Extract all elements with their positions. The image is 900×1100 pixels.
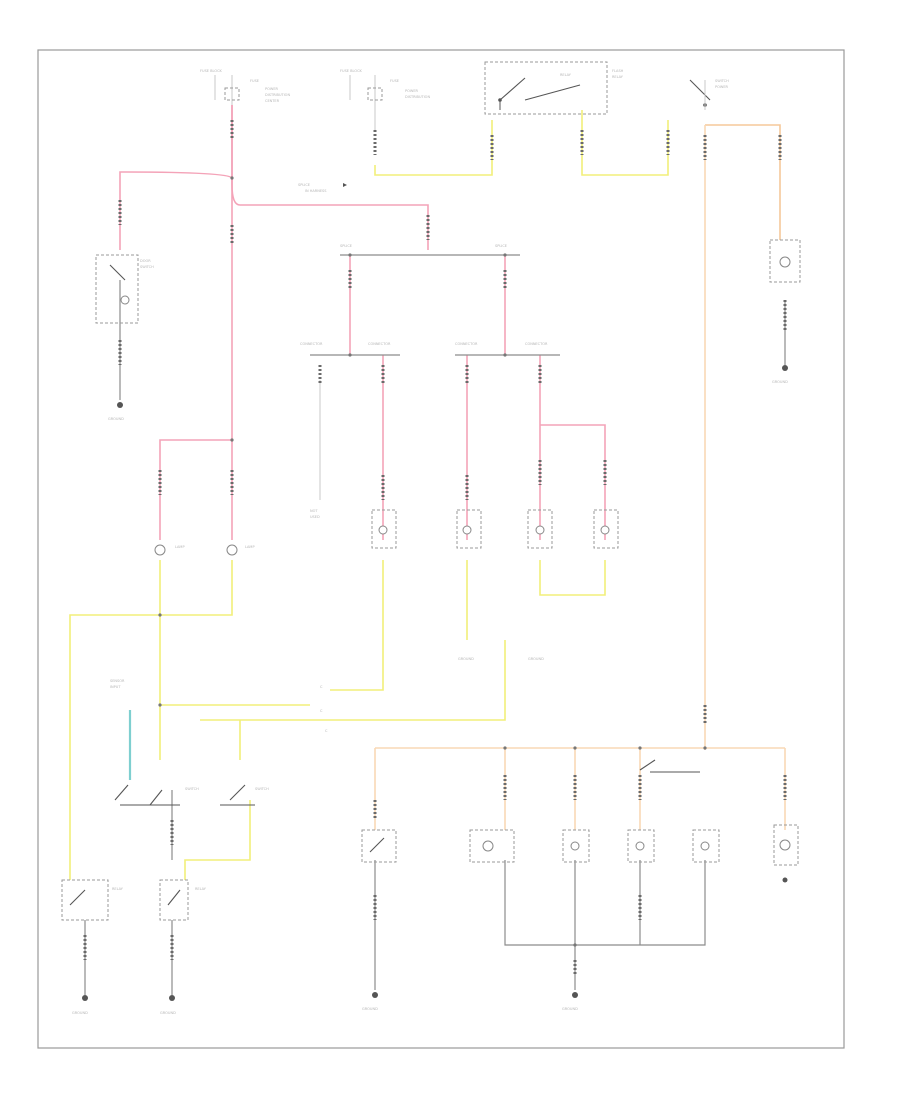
- gray-wires: [84, 254, 786, 995]
- top-right-lamp: [769, 239, 801, 283]
- svg-text:RELAY: RELAY: [195, 887, 207, 891]
- svg-text:GROUND: GROUND: [160, 1011, 176, 1015]
- lower-right-lamp-bank: [361, 759, 799, 866]
- svg-text:DISTRIBUTION: DISTRIBUTION: [265, 93, 290, 97]
- left-lamp-pair: LAMP LAMP: [154, 544, 255, 556]
- svg-text:IN HARNESS: IN HARNESS: [305, 189, 327, 193]
- svg-text:SWITCH: SWITCH: [715, 79, 729, 83]
- splice-label: SPLICE IN HARNESS: [298, 183, 347, 193]
- diagram-frame: [37, 49, 845, 1049]
- svg-text:NOT: NOT: [310, 509, 318, 513]
- svg-text:SENSOR: SENSOR: [110, 679, 125, 683]
- svg-text:CONNECTOR: CONNECTOR: [525, 342, 548, 346]
- top-fuse-block-left: FUSE BLOCK FUSE POWER DISTRIBUTION CENTE…: [200, 69, 290, 105]
- svg-text:GROUND: GROUND: [528, 657, 544, 661]
- svg-text:GROUND: GROUND: [562, 1007, 578, 1011]
- svg-text:DOOR: DOOR: [140, 259, 151, 263]
- svg-text:FUSE BLOCK: FUSE BLOCK: [340, 69, 363, 73]
- svg-text:C: C: [320, 685, 323, 689]
- svg-text:USED: USED: [310, 515, 320, 519]
- svg-text:RELAY: RELAY: [612, 75, 624, 79]
- svg-text:LAMP: LAMP: [245, 545, 255, 549]
- svg-text:SPLICE: SPLICE: [298, 183, 310, 187]
- connector-tags: CONNECTOR CONNECTOR CONNECTOR CONNECTOR …: [300, 244, 548, 733]
- svg-text:GROUND: GROUND: [72, 1011, 88, 1015]
- splice-points: [158, 176, 707, 947]
- ground-labels: GROUND GROUND GROUND GROUND GROUND GROUN…: [72, 380, 788, 1015]
- svg-text:FUSE BLOCK: FUSE BLOCK: [200, 69, 223, 73]
- orange-wires: [374, 124, 786, 830]
- svg-text:FLASH: FLASH: [612, 69, 624, 73]
- svg-text:GROUND: GROUND: [362, 1007, 378, 1011]
- svg-text:INPUT: INPUT: [110, 685, 121, 689]
- svg-text:POWER: POWER: [405, 89, 419, 93]
- connector-segments: [83, 120, 787, 975]
- svg-text:GROUND: GROUND: [108, 417, 124, 421]
- svg-text:SPLICE: SPLICE: [495, 244, 507, 248]
- top-right-switch: SWITCH POWER: [689, 79, 729, 110]
- lower-left-relays: RELAY RELAY: [61, 879, 207, 921]
- svg-text:DISTRIBUTION: DISTRIBUTION: [405, 95, 430, 99]
- svg-text:CENTER: CENTER: [265, 99, 280, 103]
- lower-left-switches: SWITCH SWITCH SENSOR INPUT: [110, 679, 269, 806]
- svg-text:FUSE: FUSE: [390, 79, 399, 83]
- svg-text:SPLICE: SPLICE: [340, 244, 352, 248]
- top-relay-box: RELAY FLASH RELAY: [484, 61, 624, 115]
- ground-symbols: [82, 365, 788, 1001]
- svg-text:SWITCH: SWITCH: [255, 787, 269, 791]
- svg-text:CONNECTOR: CONNECTOR: [368, 342, 391, 346]
- center-lamps: NOT USED: [310, 509, 619, 549]
- svg-text:POWER: POWER: [715, 85, 729, 89]
- svg-text:C: C: [325, 729, 328, 733]
- svg-text:RELAY: RELAY: [112, 887, 124, 891]
- svg-text:C: C: [320, 709, 323, 713]
- svg-text:CONNECTOR: CONNECTOR: [300, 342, 323, 346]
- svg-text:CONNECTOR: CONNECTOR: [455, 342, 478, 346]
- svg-text:GROUND: GROUND: [458, 657, 474, 661]
- svg-text:LAMP: LAMP: [175, 545, 185, 549]
- svg-text:SWITCH: SWITCH: [185, 787, 199, 791]
- svg-text:FUSE: FUSE: [250, 79, 259, 83]
- svg-text:POWER: POWER: [265, 87, 279, 91]
- svg-text:SWITCH: SWITCH: [140, 265, 154, 269]
- top-fuse-block-center: FUSE BLOCK FUSE POWER DISTRIBUTION: [340, 69, 430, 130]
- svg-text:RELAY: RELAY: [560, 73, 572, 77]
- pink-wires: [119, 105, 606, 540]
- svg-text:GROUND: GROUND: [772, 380, 788, 384]
- door-ajar-switch: DOOR SWITCH: [95, 254, 154, 324]
